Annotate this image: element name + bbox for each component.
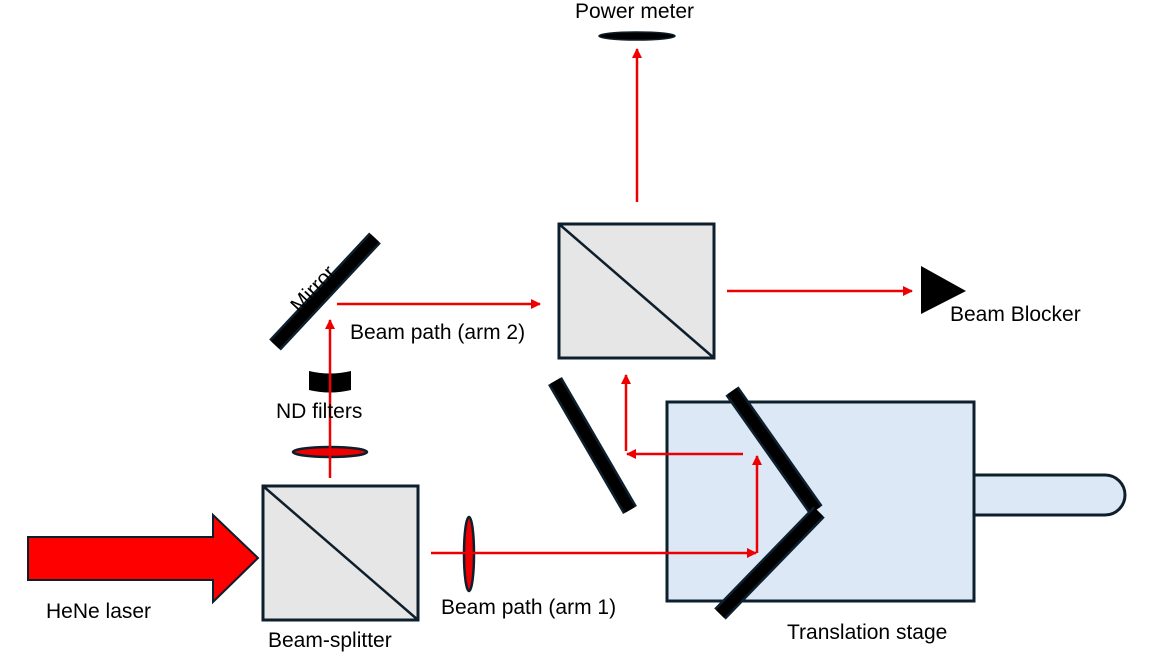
- power-meter-label: Power meter: [575, 0, 695, 23]
- stage-actuator: [972, 473, 1127, 517]
- retroreflector-mirrors: [714, 386, 825, 620]
- translation-stage: [665, 400, 1127, 603]
- power-meter: [598, 31, 676, 41]
- beam-blocker-label: Beam Blocker: [950, 303, 1081, 326]
- beam-path-arm2-label: Beam path (arm 2): [350, 321, 526, 344]
- beam-splitter-label: Beam-splitter: [268, 629, 392, 652]
- hene-laser-label: HeNe laser: [46, 600, 152, 623]
- translation-stage-label: Translation stage: [787, 621, 948, 644]
- hene-laser-arrow: [27, 512, 260, 605]
- nd-filters-label: ND filters: [276, 400, 363, 423]
- combining-beam-splitter-cube: [557, 222, 716, 360]
- beam-blocker: [921, 266, 966, 314]
- beam-paths: [325, 48, 913, 558]
- beam-path-arm1-label: Beam path (arm 1): [441, 596, 617, 619]
- beam-splitter-cube: [261, 484, 420, 622]
